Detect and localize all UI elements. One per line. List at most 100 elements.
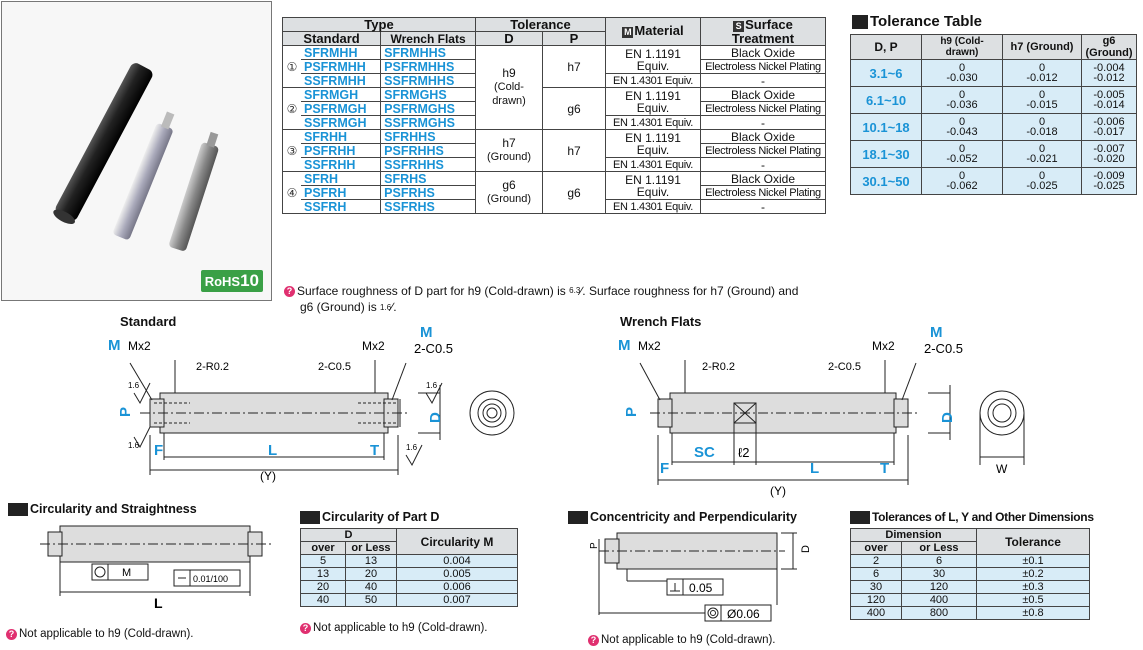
h9-cell: 0-0.036 xyxy=(921,86,1003,114)
h9-cell: 0-0.052 xyxy=(921,140,1003,168)
label-f: F xyxy=(154,442,163,459)
label-m: M xyxy=(930,325,943,341)
part-code[interactable]: SSFRMHHS xyxy=(380,73,476,88)
surface-cell: Black Oxide xyxy=(700,45,826,60)
part-code[interactable]: PSFRHS xyxy=(380,185,476,200)
part-code[interactable]: SFRMGHS xyxy=(380,87,476,102)
label-l: L xyxy=(154,595,163,611)
range-cell: 18.1~30 xyxy=(850,140,922,168)
part-code[interactable]: SFRMHH xyxy=(301,45,382,60)
label-c05: 2-C0.5 xyxy=(828,361,861,373)
th-type: Type xyxy=(282,17,476,32)
part-code[interactable]: PSFRHHS xyxy=(380,143,476,158)
roughness-note-line2: g6 (Ground) is 1.6∕. xyxy=(300,300,397,314)
part-code[interactable]: SSFRHS xyxy=(380,199,476,214)
part-code[interactable]: SFRHS xyxy=(380,171,476,186)
concentricity-note: ?Not applicable to h9 (Cold-drawn). xyxy=(588,634,776,646)
th-p: P xyxy=(542,31,606,46)
th-dimension: Dimension xyxy=(850,528,977,542)
tol-p: h7 xyxy=(542,129,606,172)
th-d: D xyxy=(300,528,397,542)
section-marker-icon xyxy=(852,14,868,29)
label-c05: 2-C0.5 xyxy=(924,341,963,356)
surface-cell: Electroless Nickel Plating xyxy=(700,185,826,200)
th-dp: D, P xyxy=(850,34,922,60)
group-num: ③ xyxy=(282,129,301,172)
part-code[interactable]: SFRH xyxy=(301,171,382,186)
info-icon: ? xyxy=(6,628,17,640)
part-code[interactable]: SSFRHH xyxy=(301,157,382,172)
label-m: M xyxy=(618,337,631,354)
label-concentricity: Ø0.06 xyxy=(727,607,760,621)
th-wrench: Wrench Flats xyxy=(380,31,476,46)
label-d: D xyxy=(800,545,812,553)
material-cell: EN 1.4301 Equiv. xyxy=(605,73,701,88)
label-y: (Y) xyxy=(770,484,786,498)
label-roughness: 1.6 xyxy=(128,441,140,450)
label-m: M xyxy=(420,325,433,341)
label-p: P xyxy=(117,407,134,417)
tolerance-table: D, P h9 (Cold-drawn) h7 (Ground) g6 (Gro… xyxy=(850,34,1137,195)
th-h9: h9 (Cold-drawn) xyxy=(921,34,1003,60)
tol-p: g6 xyxy=(542,171,606,214)
info-icon: ? xyxy=(588,634,599,646)
tol-d-h7: h7(Ground) xyxy=(475,129,543,172)
g6-cell: -0.005-0.014 xyxy=(1081,86,1137,114)
circ-straight-drawing: M 0.01/100 L xyxy=(40,525,272,611)
section-marker-icon xyxy=(568,510,588,524)
part-code[interactable]: PSFRMGHS xyxy=(380,101,476,116)
th-over: over xyxy=(300,541,346,555)
part-code[interactable]: SFRHHS xyxy=(380,129,476,144)
part-code[interactable]: PSFRHH xyxy=(301,143,382,158)
group-num: ② xyxy=(282,87,301,130)
section-marker-icon xyxy=(300,510,320,524)
th-standard: Standard xyxy=(281,31,382,46)
label-r02: 2-R0.2 xyxy=(702,361,735,373)
part-code[interactable]: SSFRMGH xyxy=(301,115,382,130)
surface-cell: - xyxy=(700,73,826,88)
label-r02: 2-R0.2 xyxy=(196,361,229,373)
label-t: T xyxy=(880,460,889,477)
concentricity-title: Concentricity and Perpendicularity xyxy=(568,510,797,524)
part-code[interactable]: PSFRMHH xyxy=(301,59,382,74)
tol-d-h9: h9(Cold-drawn) xyxy=(475,45,543,130)
surface-cell: - xyxy=(700,157,826,172)
surface-cell: - xyxy=(700,199,826,214)
th-tolerance: Tolerance xyxy=(475,17,606,32)
label-f: F xyxy=(660,460,669,477)
tol-p: h7 xyxy=(542,45,606,88)
surface-cell: Black Oxide xyxy=(700,171,826,186)
part-code[interactable]: SFRMHHS xyxy=(380,45,476,60)
part-code[interactable]: SFRMGH xyxy=(301,87,382,102)
th-tolerance: Tolerance xyxy=(976,528,1090,555)
label-p: P xyxy=(589,542,600,549)
info-icon: ? xyxy=(284,285,295,297)
h9-cell: 0-0.030 xyxy=(921,59,1003,87)
label-p: P xyxy=(623,407,640,417)
surface-cell: Electroless Nickel Plating xyxy=(700,101,826,116)
part-code[interactable]: SSFRMGHS xyxy=(380,115,476,130)
part-code[interactable]: SFRHH xyxy=(301,129,382,144)
material-cell: EN 1.4301 Equiv. xyxy=(605,115,701,130)
part-code[interactable]: PSFRMGH xyxy=(301,101,382,116)
label-t: T xyxy=(370,442,379,459)
wrench-drawing-title: Wrench Flats xyxy=(620,314,702,329)
part-code[interactable]: SSFRHHS xyxy=(380,157,476,172)
label-perpendicularity: 0.05 xyxy=(689,581,713,595)
roughness-note: ? Surface roughness of D part for h9 (Co… xyxy=(284,282,844,300)
group-num: ④ xyxy=(282,171,301,214)
label-l: L xyxy=(268,442,277,459)
part-code[interactable]: SSFRH xyxy=(301,199,382,214)
part-code[interactable]: PSFRH xyxy=(301,185,382,200)
part-code[interactable]: SSFRMHH xyxy=(301,73,382,88)
check-icon: ∕ xyxy=(580,284,583,298)
part-code[interactable]: PSFRMHHS xyxy=(380,59,476,74)
